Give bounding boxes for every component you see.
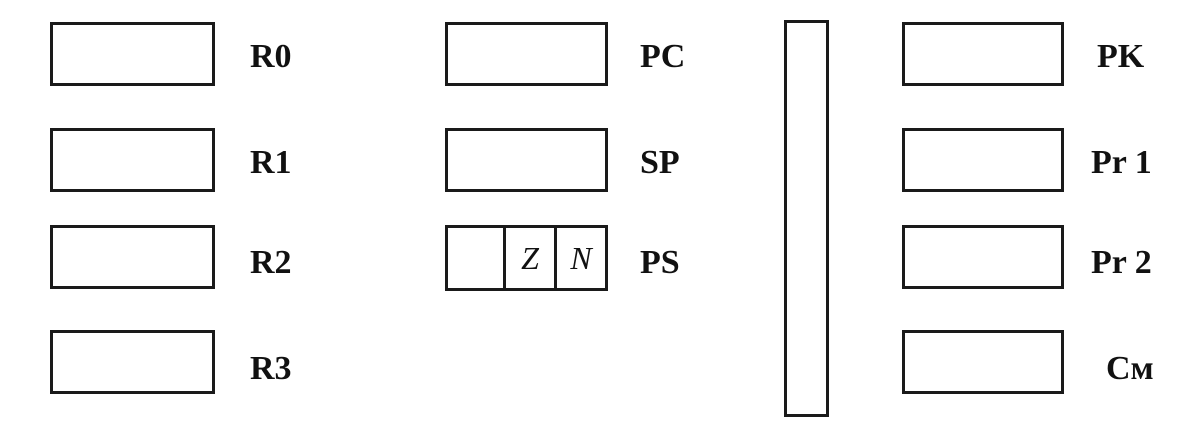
register-r2-label: R2 <box>250 244 292 281</box>
register-ps-box: Z N <box>445 225 608 291</box>
register-pr2-label: Pr 2 <box>1091 244 1152 281</box>
register-r2-box <box>50 225 215 289</box>
register-r3-label: R3 <box>250 350 292 387</box>
internal-bus <box>784 20 829 417</box>
register-pk-label: PK <box>1097 38 1145 75</box>
register-sp-label: SP <box>640 144 680 181</box>
register-r0-label: R0 <box>250 38 292 75</box>
ps-flag-cell-z: Z <box>503 228 554 288</box>
register-pr2-box <box>902 225 1064 289</box>
register-cm-label: Cм <box>1106 350 1154 387</box>
register-pr1-box <box>902 128 1064 192</box>
register-pc-box <box>445 22 608 86</box>
register-pk-box <box>902 22 1064 86</box>
ps-flag-cell-empty <box>448 228 503 288</box>
register-r0-box <box>50 22 215 86</box>
register-r1-box <box>50 128 215 192</box>
register-ps-label: PS <box>640 244 680 281</box>
register-r1-label: R1 <box>250 144 292 181</box>
register-r3-box <box>50 330 215 394</box>
register-pr1-label: Pr 1 <box>1091 144 1152 181</box>
register-sp-box <box>445 128 608 192</box>
register-pc-label: PC <box>640 38 686 75</box>
ps-flag-cell-n: N <box>554 228 605 288</box>
register-cm-box <box>902 330 1064 394</box>
